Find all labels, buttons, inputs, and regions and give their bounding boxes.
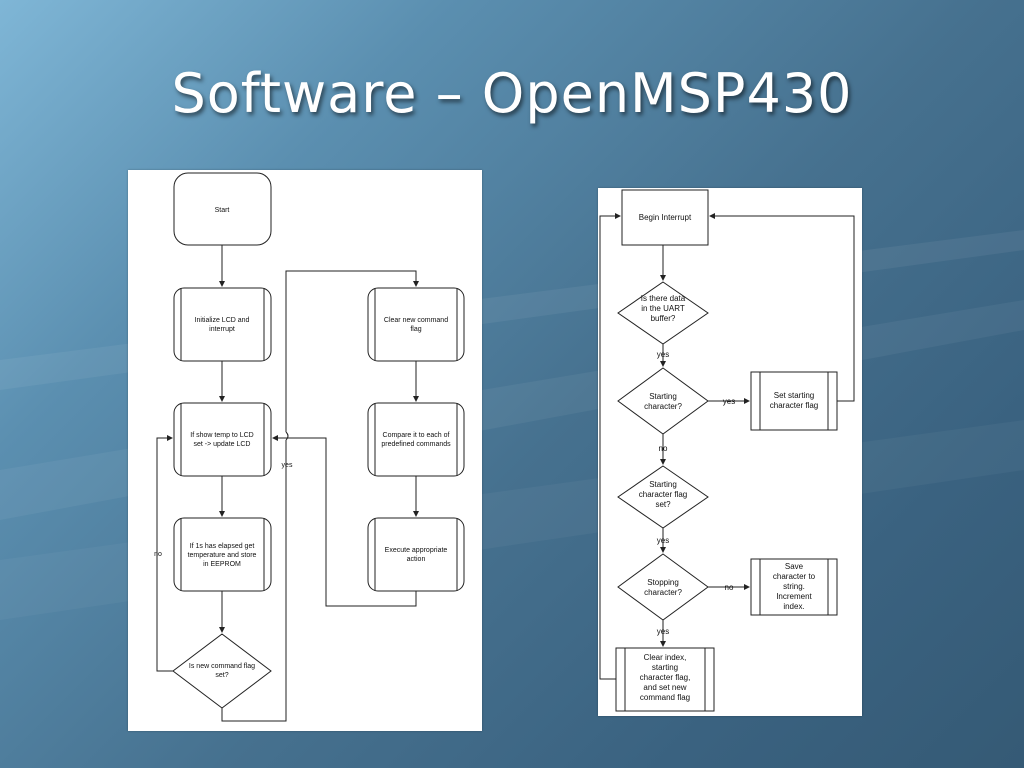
interrupt-flowchart: Begin Interrupt Is there data in the UAR…	[598, 188, 862, 716]
starting-char-label-2: character?	[644, 402, 682, 411]
init-node	[173, 287, 272, 362]
uart-decision	[617, 281, 709, 345]
clear-index-label-1: Clear index,	[644, 653, 687, 662]
elapsed-label-3: in EEPROM	[203, 561, 241, 568]
clear-flag-label-2: flag	[410, 326, 421, 333]
clear-index-label-5: command flag	[640, 693, 690, 702]
main-loop-flowchart: Start Initialize LCD and interrupt If sh…	[128, 170, 482, 731]
stopping-char-decision	[617, 553, 709, 621]
execute-label-1: Execute appropriate	[385, 547, 448, 554]
starting-char-label-1: Starting	[649, 392, 677, 401]
compare-label-1: Compare it to each of	[383, 432, 450, 439]
yes-label-flag-set: yes	[657, 536, 669, 545]
yes-label-stopping: yes	[657, 627, 669, 636]
clear-flag-label-1: Clear new command	[384, 317, 448, 324]
show-temp-label-1: If show temp to LCD	[190, 432, 253, 439]
flag-set-label-2: character flag	[639, 490, 687, 499]
save-char-label-3: string.	[783, 582, 805, 591]
elapsed-label-1: If 1s has elapsed get	[190, 543, 255, 550]
set-flag-label-1: Set starting	[774, 391, 814, 400]
no-label: no	[154, 551, 162, 558]
set-flag-label-2: character flag	[770, 401, 818, 410]
begin-label: Begin Interrupt	[639, 213, 692, 222]
show-temp-node	[173, 402, 272, 477]
save-char-label-2: character to	[773, 572, 816, 581]
save-char-node	[750, 558, 838, 616]
clear-index-label-4: and set new	[643, 683, 686, 692]
no-label-starting: no	[659, 444, 668, 453]
show-temp-label-2: set -> update LCD	[193, 441, 250, 448]
yes-label-uart: yes	[657, 350, 669, 359]
clear-index-label-2: starting	[652, 663, 678, 672]
compare-label-2: predefined commands	[381, 441, 451, 448]
clear-index-node	[615, 647, 715, 712]
execute-label-2: action	[407, 556, 426, 563]
save-char-label-4: Increment	[776, 592, 812, 601]
init-label-2: interrupt	[209, 326, 235, 333]
starting-char-decision	[617, 367, 709, 435]
new-command-decision	[172, 633, 272, 709]
stopping-char-label-1: Stopping	[647, 578, 679, 587]
save-char-label-5: index.	[783, 602, 804, 611]
new-cmd-label-2: set?	[215, 672, 228, 679]
uart-label-2: in the UART	[641, 304, 685, 313]
execute-node	[367, 517, 465, 592]
new-cmd-label-1: Is new command flag	[189, 663, 255, 670]
begin-interrupt-node	[621, 189, 709, 246]
no-label-stopping: no	[725, 583, 734, 592]
uart-label-1: Is there data	[641, 294, 686, 303]
init-label-1: Initialize LCD and	[195, 317, 250, 324]
flag-set-label-3: set?	[655, 500, 671, 509]
yes-label-starting: yes	[723, 397, 735, 406]
slide-title: Software – OpenMSP430	[171, 62, 853, 125]
clear-index-label-3: character flag,	[640, 673, 691, 682]
flag-set-label-1: Starting	[649, 480, 677, 489]
save-char-label-1: Save	[785, 562, 804, 571]
stopping-char-label-2: character?	[644, 588, 682, 597]
yes-label: yes	[282, 462, 293, 469]
compare-node	[367, 402, 465, 477]
elapsed-label-2: temperature and store	[188, 552, 257, 559]
uart-label-3: buffer?	[651, 314, 676, 323]
clear-flag-node	[367, 287, 465, 362]
start-label: Start	[215, 207, 230, 214]
